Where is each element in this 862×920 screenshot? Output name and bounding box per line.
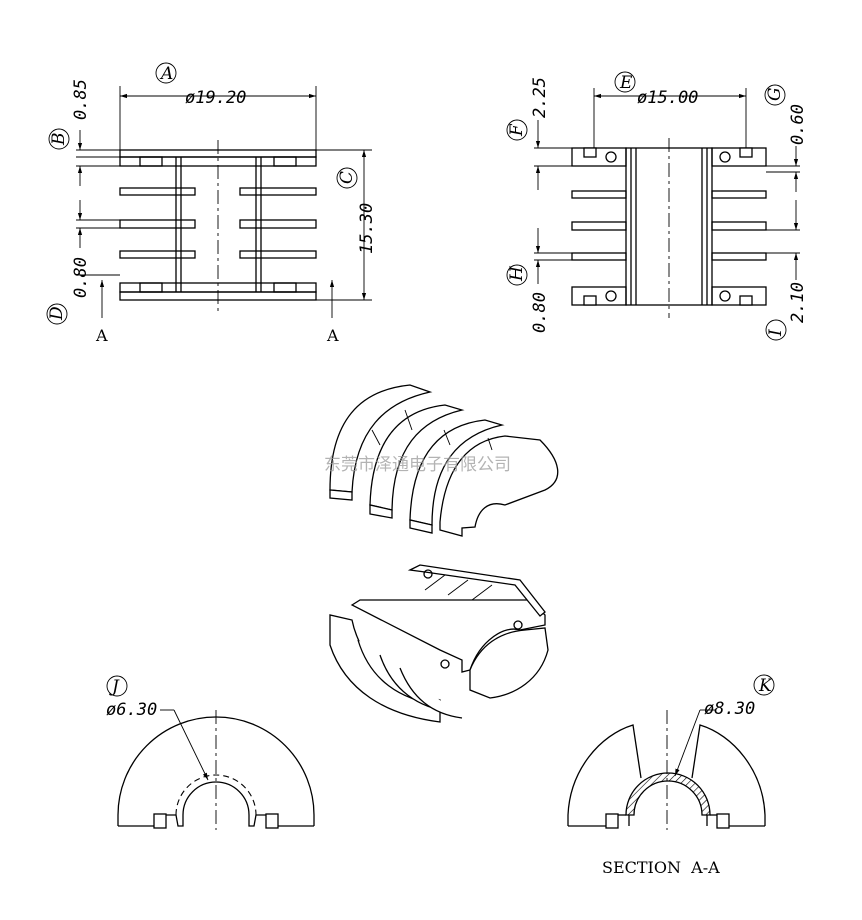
label-f: F — [507, 123, 527, 137]
dim-k-value: ø8.30 — [704, 699, 755, 719]
dim-h-value: 0.80 — [530, 292, 550, 333]
label-e: E — [619, 73, 633, 93]
dim-b-value: 0.85 — [71, 79, 91, 120]
label-h: H — [507, 265, 527, 282]
watermark: 东莞市泽通电子有限公司 — [324, 455, 511, 475]
label-g: G — [765, 87, 785, 101]
dim-e-value: ø15.00 — [637, 88, 698, 108]
cut-label-right: A — [326, 326, 339, 345]
front-view — [46, 62, 372, 325]
side-view — [506, 71, 800, 341]
iso-upper-half — [329, 384, 559, 537]
section-title: SECTION A-A — [602, 858, 720, 877]
end-view — [106, 675, 315, 830]
label-a: A — [159, 64, 173, 84]
labels: A ø19.20 B 0.85 C 15.30 D 0.80 A A E ø15… — [47, 64, 808, 877]
label-j: J — [109, 677, 120, 697]
dim-j-value: ø6.30 — [106, 700, 157, 720]
dim-g-value: 0.60 — [788, 104, 808, 145]
label-d: D — [47, 306, 67, 321]
label-c: C — [337, 171, 357, 184]
label-i: I — [766, 329, 786, 337]
dim-i-value: 2.10 — [788, 282, 808, 323]
dim-c-value: 15.30 — [357, 203, 377, 254]
label-b: B — [49, 133, 69, 147]
dim-d-value: 0.80 — [71, 257, 91, 298]
section-view — [567, 674, 775, 830]
iso-lower-half — [329, 564, 549, 723]
label-k: K — [758, 676, 773, 696]
dim-f-value: 2.25 — [530, 77, 550, 118]
dim-a-value: ø19.20 — [185, 88, 246, 108]
cut-label-left: A — [95, 326, 108, 345]
